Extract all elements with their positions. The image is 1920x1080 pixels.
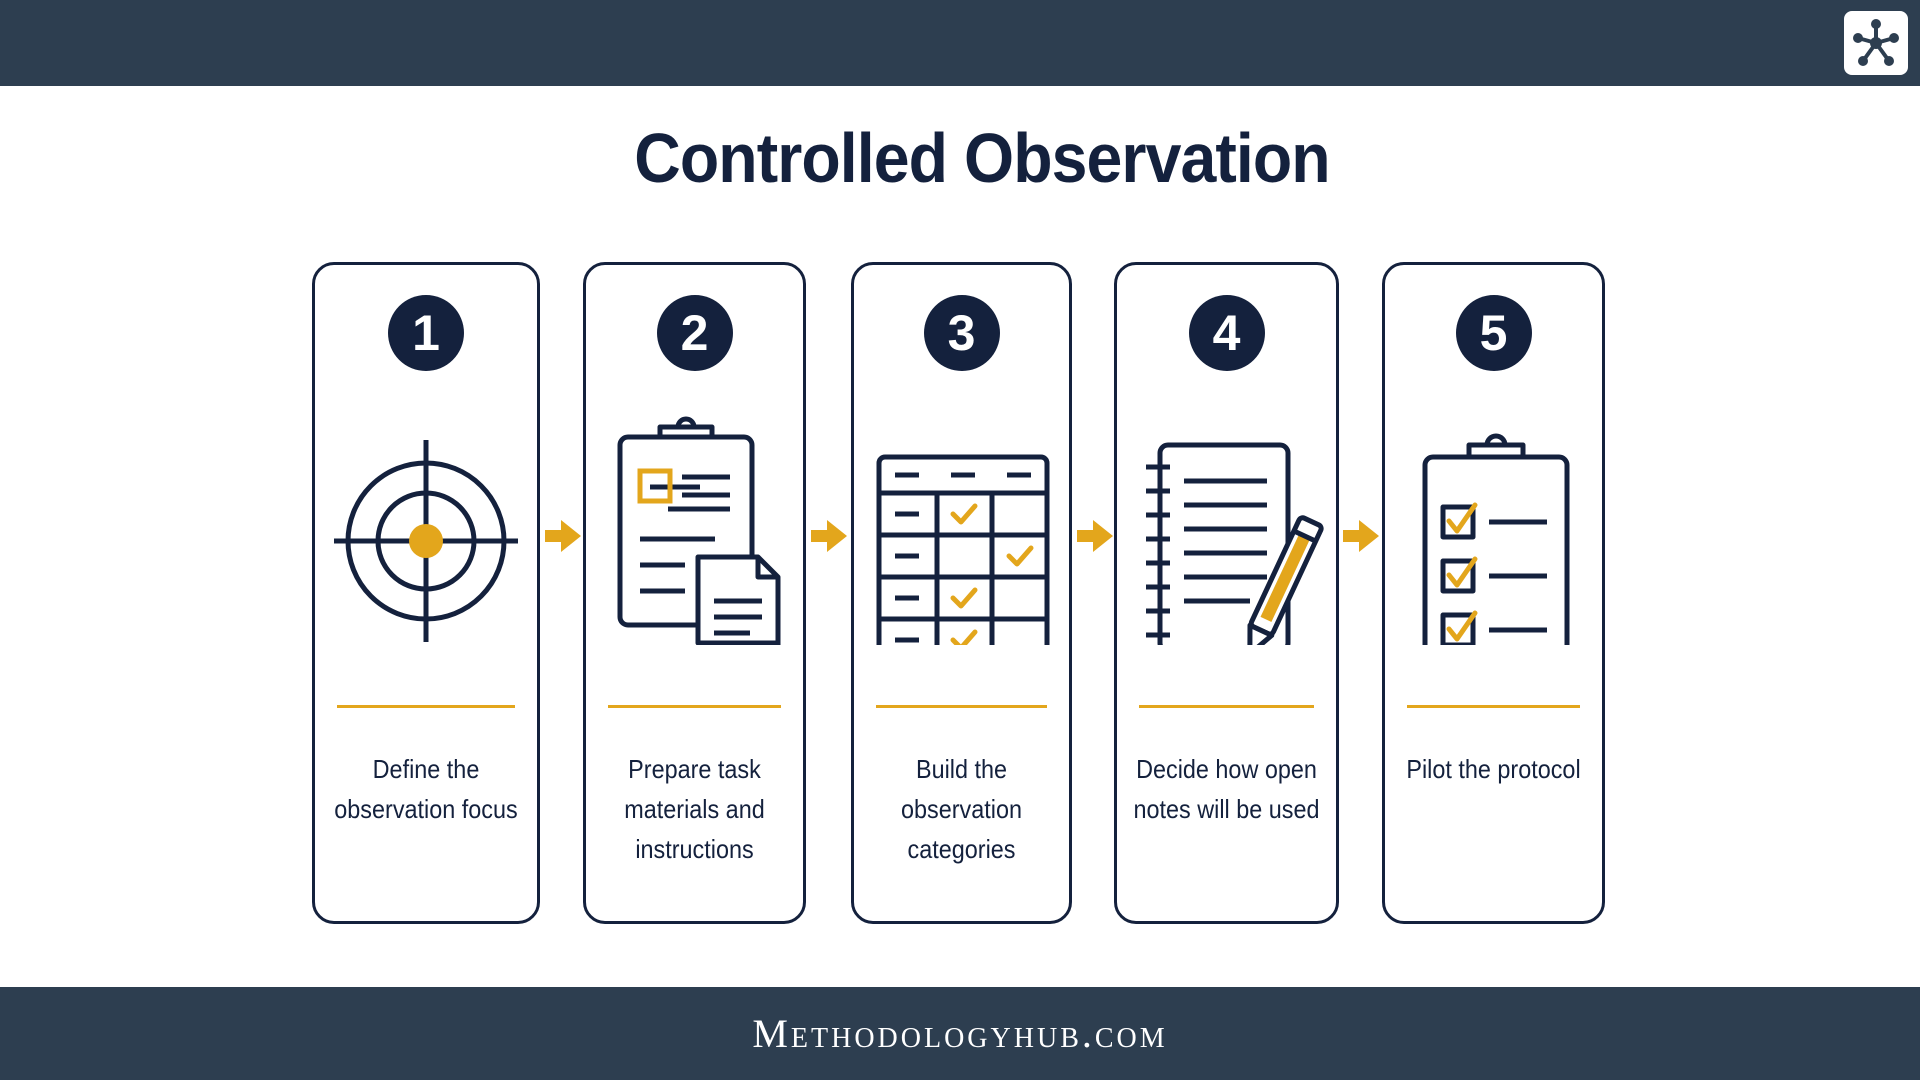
step-number-badge: 4 — [1188, 295, 1265, 371]
card-divider — [608, 705, 781, 708]
footer-bar: Methodologyhub.com — [0, 987, 1920, 1080]
clipboard-checklist-icon — [1422, 433, 1569, 645]
step-label: Pilot the protocol — [1406, 754, 1581, 784]
card-divider — [337, 705, 515, 708]
site-name-link[interactable]: Methodologyhub.com — [752, 1011, 1168, 1056]
step-card-4: 4 Decide how open notes will be used — [1114, 262, 1339, 924]
step-number-badge: 3 — [923, 295, 1000, 371]
step-label: Prepare task materials and instructions — [624, 754, 765, 864]
arrow-right-icon — [1343, 520, 1379, 552]
arrow-right-icon — [545, 520, 581, 552]
card-divider — [1407, 705, 1580, 708]
network-nodes-icon[interactable] — [1844, 11, 1908, 75]
step-card-2: 2 Prepare task materials and instruction… — [583, 262, 806, 924]
arrow-right-icon — [811, 520, 847, 552]
grid-checklist-icon — [876, 454, 1049, 645]
step-label: Define the observation focus — [334, 754, 518, 824]
card-divider — [1139, 705, 1314, 708]
step-card-1: 1 Define the observation focus — [312, 262, 540, 924]
step-label: Build the observation categories — [901, 754, 1022, 864]
target-icon — [334, 440, 518, 642]
card-divider — [876, 705, 1047, 708]
step-number-badge: 1 — [388, 295, 464, 371]
arrow-right-icon — [1077, 520, 1113, 552]
page-title: Controlled Observation — [634, 119, 1330, 197]
step-label: Decide how open notes will be used — [1133, 754, 1320, 824]
notebook-pen-icon — [1145, 442, 1324, 645]
step-card-5: 5 Pilot the protocol — [1382, 262, 1605, 924]
step-number-badge: 2 — [656, 295, 733, 371]
step-card-3: 3 Build the observation categories — [851, 262, 1072, 924]
top-bar — [0, 0, 1920, 86]
clipboard-document-icon — [617, 416, 780, 645]
step-number-badge: 5 — [1455, 295, 1532, 371]
